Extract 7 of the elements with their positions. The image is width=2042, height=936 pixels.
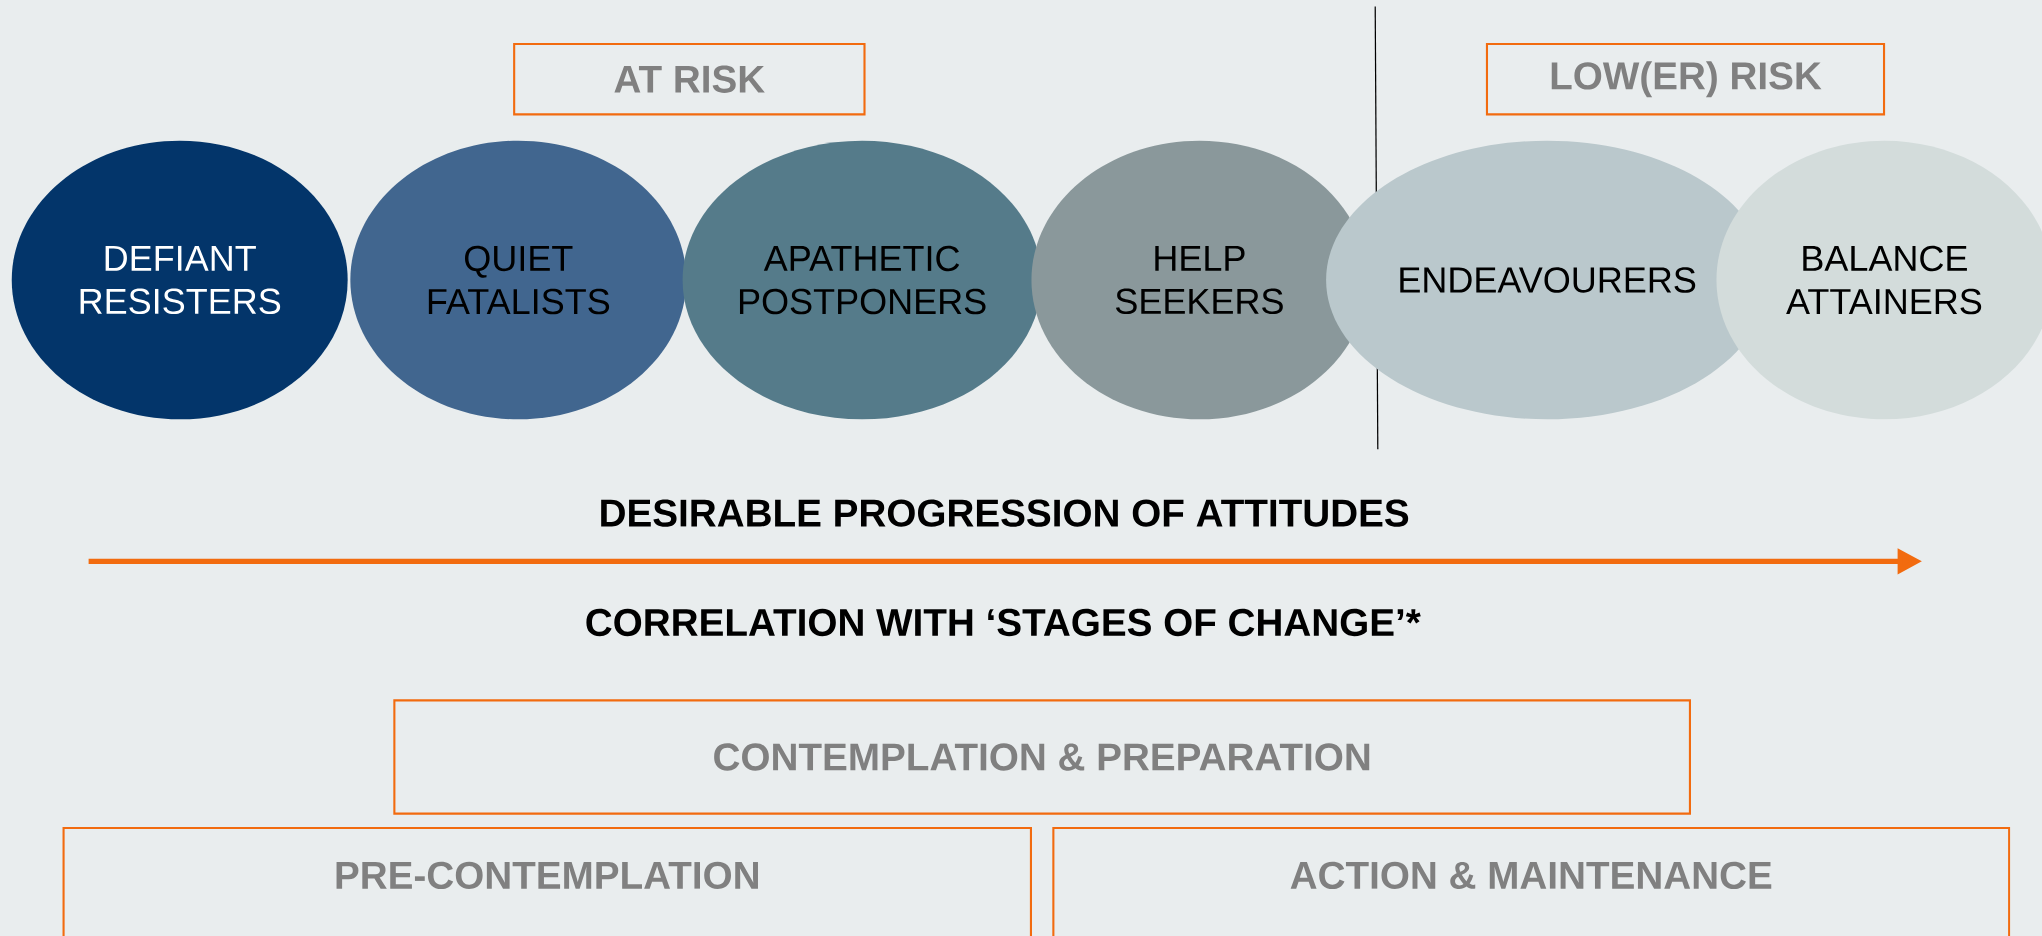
- stage-box: CONTEMPLATION & PREPARATION: [393, 699, 1691, 815]
- stage-box: AT RISK: [513, 43, 866, 116]
- stage-box: PRE-CONTEMPLATION: [62, 827, 1032, 936]
- stage-box: LOW(ER) RISK: [1485, 43, 1886, 116]
- heading: CORRELATION WITH ‘STAGES OF CHANGE’*: [586, 608, 1421, 637]
- stage-box: ACTION & MAINTENANCE: [1052, 827, 2011, 936]
- heading: DESIRABLE PROGRESSION OF ATTITUDES: [601, 499, 1409, 527]
